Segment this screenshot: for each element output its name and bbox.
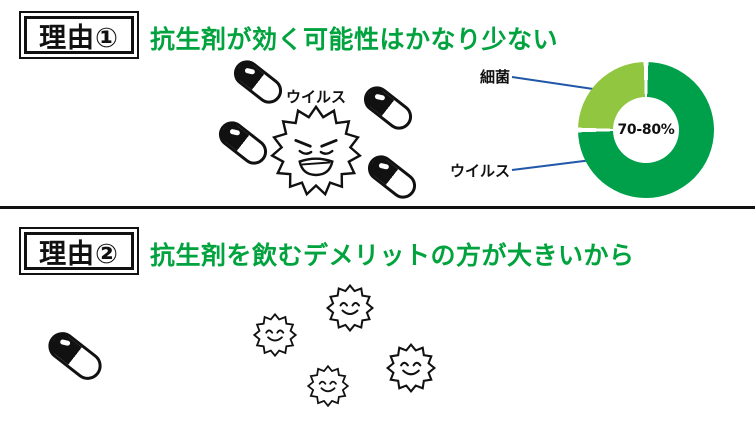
donut-center-value: 70-80%: [617, 122, 675, 138]
chart-label-virus: ウイルス: [449, 162, 510, 180]
reason-2-heading: 抗生剤を飲むデメリットの方が大きいから: [150, 241, 635, 270]
reason-2-badge-label: 理由②: [39, 238, 119, 270]
donut-chart: 70-80%: [578, 62, 714, 198]
bacteria-smiley-icon: [385, 342, 437, 394]
section-divider: [0, 206, 755, 209]
virus-cartoon-icon: [270, 104, 362, 197]
virus-label: ウイルス: [286, 88, 347, 106]
donut-hole: 70-80%: [613, 97, 679, 163]
virus-leader-line: [511, 159, 593, 171]
bacteria-smiley-icon: [252, 312, 298, 358]
bacteria-smiley-icon: [325, 283, 375, 333]
bacteria-leader-line: [511, 76, 601, 91]
pill-capsule-icon: [213, 116, 273, 170]
reason-1-badge: 理由①: [19, 11, 139, 59]
reason-2-badge: 理由②: [19, 227, 139, 275]
pill-capsule-icon: [358, 81, 418, 135]
reason-1-heading: 抗生剤が効く可能性はかなり少ない: [150, 25, 559, 54]
pill-capsule-icon: [362, 150, 422, 204]
reason-1-badge-label: 理由①: [39, 22, 119, 54]
pill-capsule-icon: [42, 326, 108, 386]
pill-capsule-icon: [228, 55, 288, 109]
chart-label-bacteria: 細菌: [479, 68, 510, 86]
bacteria-smiley-icon: [306, 364, 350, 408]
